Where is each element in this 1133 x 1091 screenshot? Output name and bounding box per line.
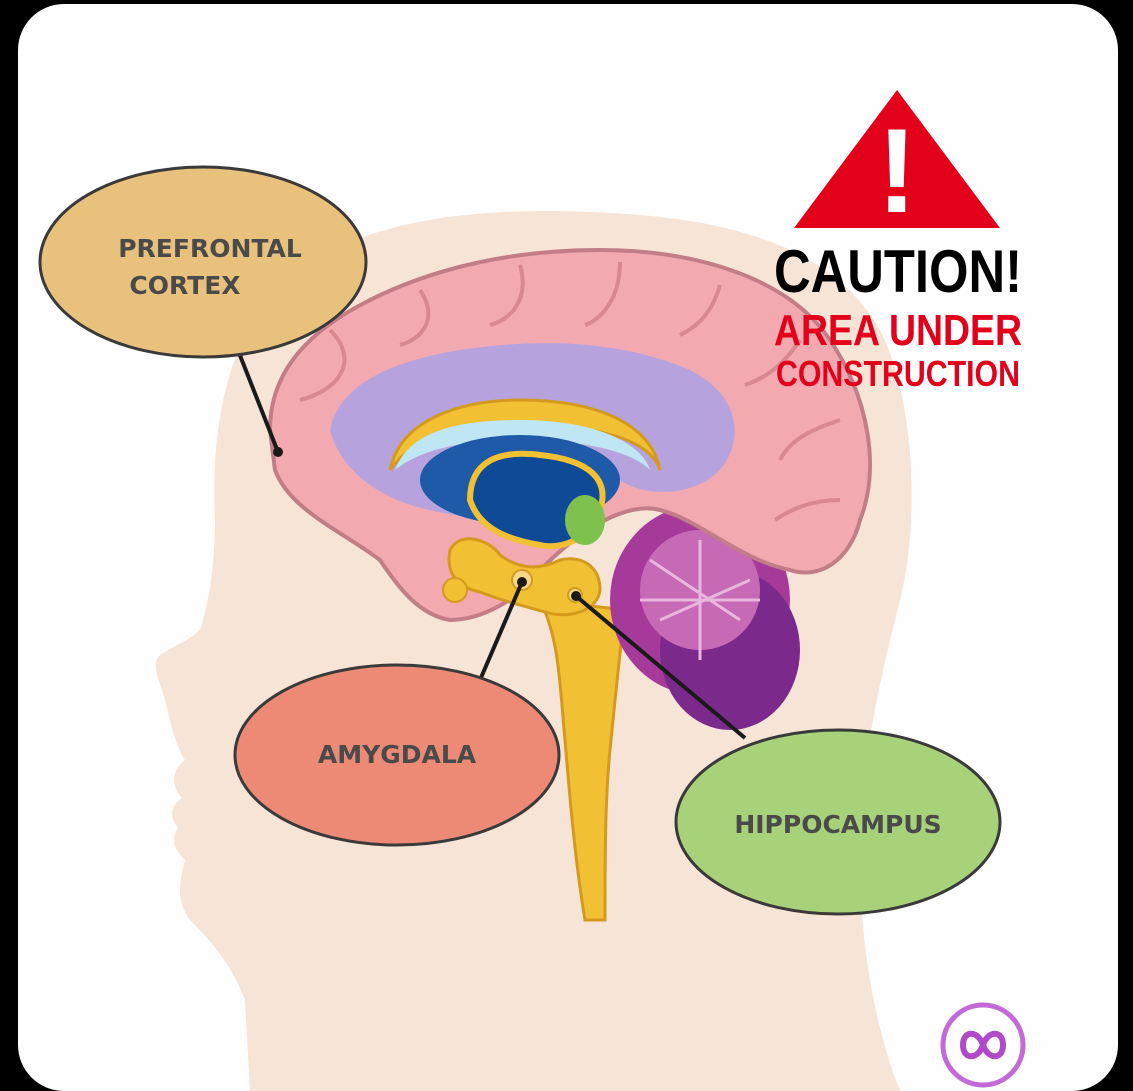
prefrontal-cortex-callout: PREFRONTAL CORTEX (40, 167, 366, 357)
caution-exclamation: ! (877, 104, 917, 238)
prefrontal-label-line1: PREFRONTAL (118, 234, 302, 263)
hippocampus-label: HIPPOCAMPUS (734, 810, 941, 839)
caution-title: CAUTION! (774, 238, 1022, 305)
caution-line1: AREA UNDER (774, 306, 1022, 355)
amygdala-label: AMYGDALA (318, 740, 477, 769)
infinity-icon (943, 1005, 1023, 1085)
caution-sign: ! CAUTION! AREA UNDER CONSTRUCTION (774, 90, 1022, 394)
amygdala-callout: AMYGDALA (235, 665, 559, 845)
caution-line2: CONSTRUCTION (776, 353, 1020, 394)
prefrontal-label-line2: CORTEX (129, 271, 240, 300)
hippocampus-callout: HIPPOCAMPUS (676, 730, 1000, 914)
